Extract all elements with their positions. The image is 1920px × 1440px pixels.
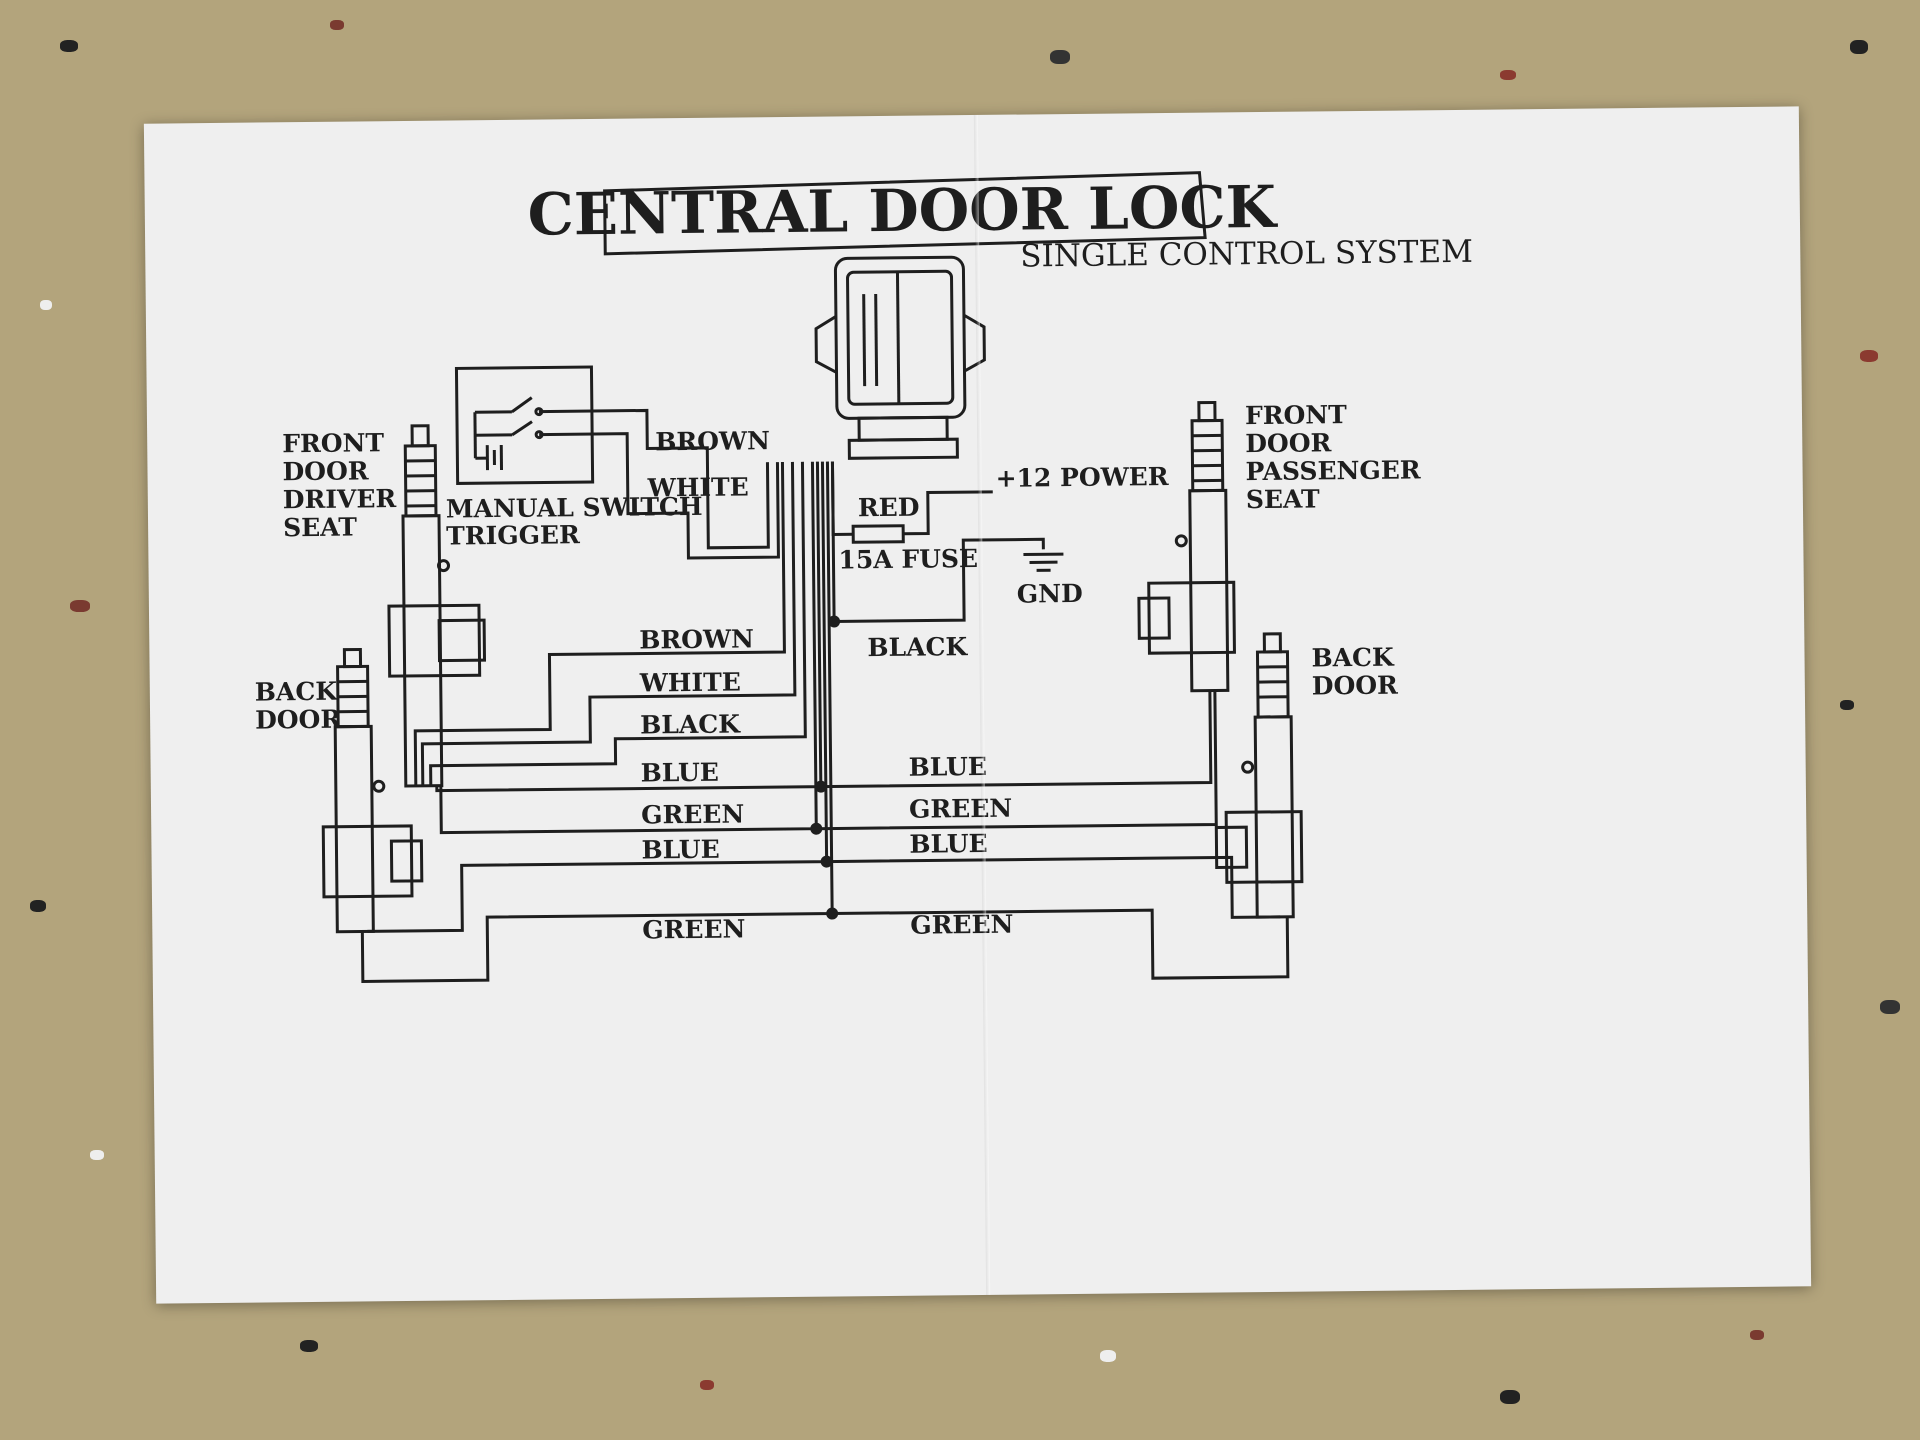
left-green-wire-1 <box>439 461 818 835</box>
right-green-wire-2 <box>832 908 1290 980</box>
back-right-label-2: DOOR <box>1312 671 1399 701</box>
front-passenger-label-3: PASSENGER <box>1245 455 1421 486</box>
back-right-label-1: BACK <box>1311 643 1395 673</box>
driver-brown-wire <box>413 462 786 786</box>
left-blue-wire-1-label: BLUE <box>641 758 720 788</box>
driver-white-wire-label: WHITE <box>639 667 741 697</box>
front-driver-label-2: DOOR <box>282 456 369 486</box>
power-circuit <box>828 461 1064 628</box>
front-passenger-door-actuator <box>1137 400 1236 693</box>
wiring-diagram: CENTRAL DOOR LOCK SINGLE CONTROL SYSTEM <box>255 171 1473 983</box>
junction-green-2 <box>826 907 839 920</box>
switch-brown-wire-label: BROWN <box>655 426 770 456</box>
right-green-wire-1-label: GREEN <box>909 794 1012 824</box>
back-left-door-actuator <box>321 647 424 934</box>
left-green-wire-1-label: GREEN <box>641 799 744 829</box>
right-blue-wire-2 <box>826 855 1281 919</box>
left-green-wire-2 <box>360 461 834 983</box>
diagram-title: CENTRAL DOOR LOCK <box>527 173 1279 249</box>
ground-label: GND <box>1017 579 1083 609</box>
junction-blue-2 <box>820 855 833 868</box>
left-green-wire-2-label: GREEN <box>642 914 745 944</box>
manual-switch <box>454 365 595 485</box>
black-ground-wire-label: BLACK <box>867 632 968 662</box>
junction-blue-1 <box>814 780 827 793</box>
power-label: +12 POWER <box>995 462 1168 493</box>
right-green-wire-2-label: GREEN <box>910 910 1013 940</box>
diagram-subtitle: SINGLE CONTROL SYSTEM <box>1020 234 1473 275</box>
switch-white-wire-label: WHITE <box>647 472 749 502</box>
right-green-wire-1 <box>816 690 1218 831</box>
driver-black-wire-label: BLACK <box>640 709 741 739</box>
front-passenger-label-2: DOOR <box>1245 428 1332 458</box>
driver-white-wire <box>420 461 797 786</box>
left-blue-wire-2 <box>367 461 829 933</box>
front-driver-label-1: FRONT <box>282 428 384 458</box>
front-passenger-label-1: FRONT <box>1245 400 1347 430</box>
wiring-diagram-sheet: CENTRAL DOOR LOCK SINGLE CONTROL SYSTEM <box>143 106 1812 1304</box>
manual-switch-trigger-label: TRIGGER <box>446 520 580 550</box>
fuse-label: 15A FUSE <box>838 544 978 574</box>
right-blue-wire-2-label: BLUE <box>909 829 988 859</box>
control-unit <box>814 255 986 460</box>
left-blue-wire-2-label: BLUE <box>641 835 720 865</box>
junction-green-1 <box>810 822 823 835</box>
title-box: CENTRAL DOOR LOCK <box>527 171 1279 256</box>
switch-brown-wire <box>538 408 770 550</box>
front-driver-label-3: DRIVER <box>283 484 397 514</box>
back-left-label-1: BACK <box>255 677 339 707</box>
front-passenger-label-4: SEAT <box>1246 484 1320 514</box>
manual-switch-label: MANUAL SWITCH <box>446 492 703 524</box>
left-blue-wire-1 <box>435 461 823 793</box>
right-blue-wire-1-label: BLUE <box>908 752 987 782</box>
red-wire-label: RED <box>858 493 920 523</box>
driver-black-wire <box>429 461 807 786</box>
back-right-door-actuator <box>1214 632 1304 919</box>
driver-brown-wire-label: BROWN <box>639 624 754 654</box>
front-driver-label-4: SEAT <box>283 512 357 542</box>
right-blue-wire-1 <box>820 690 1213 789</box>
back-left-label-2: DOOR <box>255 705 342 735</box>
switch-white-wire <box>539 432 780 560</box>
